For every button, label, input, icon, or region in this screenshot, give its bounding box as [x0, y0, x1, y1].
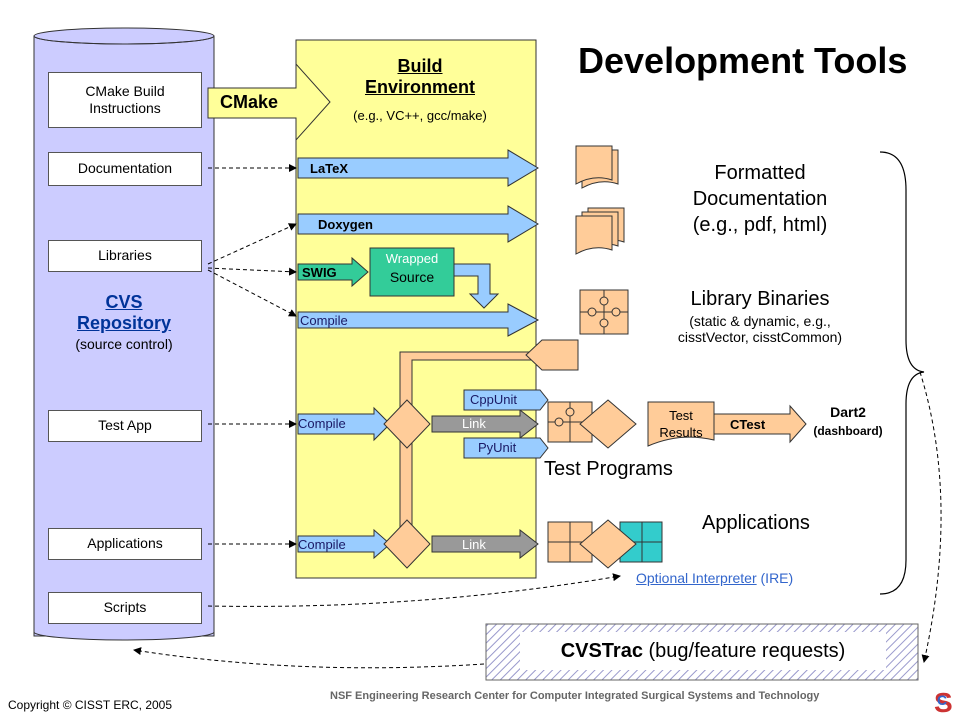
- build-environment-title-line2: Environment: [364, 77, 475, 97]
- cvs-repository-label: CVS Repository (source control): [34, 292, 214, 352]
- compile-label-libraries: Compile: [300, 313, 348, 328]
- repo-item-scripts[interactable]: Scripts: [48, 592, 202, 624]
- pyunit-arrow: [463, 437, 549, 459]
- library-binaries-label: Library Binaries (static & dynamic, e.g.…: [640, 288, 880, 345]
- repo-item-label: CMake Build Instructions: [85, 82, 165, 117]
- repo-item-label: Scripts: [103, 599, 147, 616]
- ctest-label: CTest: [730, 417, 766, 432]
- compile-arrow-libraries: [297, 303, 540, 337]
- library-binaries-title: Library Binaries: [690, 288, 830, 310]
- cmake-arrow: [207, 62, 331, 142]
- formatted-doc-line2: Documentation: [692, 188, 828, 210]
- formatted-documentation-label: Formatted Documentation (e.g., pdf, html…: [660, 160, 860, 238]
- repo-item-applications[interactable]: Applications: [48, 528, 202, 560]
- cvstrac-label: CVSTrac (bug/feature requests): [520, 640, 886, 663]
- repo-item-test-app[interactable]: Test App: [48, 410, 202, 442]
- pyunit-label: PyUnit: [478, 440, 517, 455]
- right-brace: [879, 151, 925, 595]
- repo-item-label: Libraries: [98, 247, 152, 264]
- test-results-line1: Test: [669, 408, 693, 423]
- page-title: Development Tools: [578, 40, 908, 81]
- cvs-repository-name-line2: Repository: [76, 313, 172, 333]
- wrapped-source-line1: Wrapped: [385, 251, 439, 266]
- applications-diamond: [579, 519, 637, 569]
- swig-label: SWIG: [302, 265, 337, 280]
- formatted-doc-line1: Formatted: [714, 162, 806, 184]
- cmake-label: CMake: [220, 92, 279, 112]
- test-programs-label: Test Programs: [544, 458, 673, 480]
- latex-arrow: [297, 149, 539, 187]
- test-results-doc: [647, 401, 715, 447]
- test-results-line2: Results: [659, 424, 703, 440]
- cvs-repository-name-line1: CVS: [105, 292, 143, 312]
- applications-label: Applications: [702, 512, 810, 534]
- svg-text:C: C: [937, 692, 947, 708]
- optional-interpreter-link[interactable]: Optional Interpreter: [636, 570, 757, 586]
- compile-arrow-applications: [297, 528, 391, 560]
- cppunit-arrow: [463, 389, 549, 411]
- app-link-diamond: [383, 519, 431, 569]
- library-binaries-puzzle-icon: [579, 289, 629, 335]
- compile-arrow-testapp: [297, 406, 391, 442]
- ctest-arrow: [713, 404, 807, 444]
- cvs-repository-subtitle: (source control): [75, 336, 173, 352]
- dart2-dashboard: (dashboard): [813, 424, 883, 438]
- repo-item-label: Applications: [87, 535, 163, 552]
- build-environment-title-line1: Build: [397, 56, 443, 76]
- wrapped-source-box: [369, 247, 455, 297]
- test-link-diamond: [383, 399, 431, 449]
- link-label-testapp: Link: [462, 416, 486, 431]
- test-program-diamond: [579, 399, 637, 449]
- test-results-label: Test Results: [648, 408, 714, 442]
- wrapped-source-line2: Source: [389, 268, 435, 285]
- cvstrac-label-bg: [520, 632, 886, 670]
- library-binaries-sub2: cisstVector, cisstCommon): [677, 329, 843, 345]
- link-arrow-testapp: [431, 408, 539, 440]
- cppunit-label: CppUnit: [470, 392, 517, 407]
- pipe-arrow-head: [525, 339, 579, 371]
- formatted-document-icon: [575, 145, 619, 189]
- build-environment-panel: [295, 39, 537, 579]
- repo-item-documentation[interactable]: Documentation: [48, 152, 202, 186]
- dart2-label: Dart2 (dashboard): [800, 404, 896, 438]
- compile-label-applications: Compile: [298, 537, 346, 552]
- repo-item-label: Documentation: [77, 160, 173, 177]
- repo-item-cmake-build-instructions[interactable]: CMake Build Instructions: [48, 72, 202, 128]
- cvstrac-desc: (bug/feature requests): [642, 640, 846, 662]
- copyright-text: Copyright © CISST ERC, 2005: [8, 698, 173, 712]
- wrapped-source-label: Wrapped Source: [370, 250, 454, 286]
- dart2-name: Dart2: [830, 404, 866, 420]
- swig-arrow: [297, 256, 369, 288]
- build-environment-subtitle: (e.g., VC++, gcc/make): [353, 108, 487, 123]
- repo-item-label: Test App: [98, 417, 152, 434]
- doxygen-arrow: [297, 205, 539, 243]
- wrapped-source-bent-arrow: [453, 263, 500, 309]
- optional-interpreter-ire: (IRE): [756, 570, 794, 586]
- doxygen-label: Doxygen: [318, 217, 373, 232]
- svg-text:S: S: [934, 687, 953, 718]
- repo-item-libraries[interactable]: Libraries: [48, 240, 202, 272]
- optional-interpreter-line: Optional Interpreter (IRE): [636, 570, 793, 586]
- footer-center-text: NSF Engineering Research Center for Comp…: [330, 690, 820, 702]
- link-arrow-applications: [431, 528, 539, 560]
- build-environment-title: Build Environment (e.g., VC++, gcc/make): [330, 56, 510, 123]
- cisst-logo-icon: S C: [928, 686, 954, 718]
- latex-label: LaTeX: [310, 161, 349, 176]
- library-binaries-sub1: (static & dynamic, e.g.,: [689, 313, 831, 329]
- formatted-document-stack-icon: [575, 207, 625, 255]
- cvstrac-name: CVSTrac: [560, 640, 643, 662]
- link-label-applications: Link: [462, 537, 486, 552]
- compile-label-testapp: Compile: [298, 416, 346, 431]
- formatted-doc-line3: (e.g., pdf, html): [692, 214, 828, 236]
- dashed-connectors: [133, 164, 942, 669]
